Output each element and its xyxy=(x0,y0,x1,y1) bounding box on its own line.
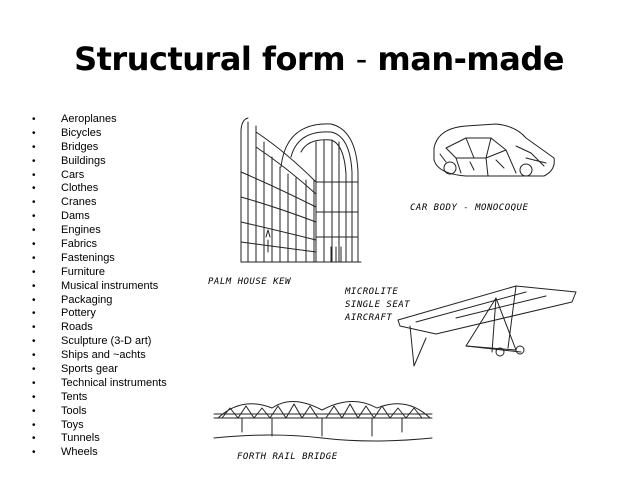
list-item: • Cars xyxy=(32,169,167,183)
list-item: • Tents xyxy=(32,391,167,405)
list-item: • Sports gear xyxy=(32,363,167,377)
list-item-label: Fastenings xyxy=(61,251,115,264)
bullet-icon: • xyxy=(32,127,36,139)
list-item-label: Fabrics xyxy=(61,238,98,251)
list-item-label: Buildings xyxy=(61,154,106,167)
list-item-label: Bicycles xyxy=(61,126,102,139)
title-main: Structural form xyxy=(74,40,346,78)
list-item-label: Pottery xyxy=(61,307,96,320)
list-item: • Fabrics xyxy=(32,238,167,252)
list-item-label: Packaging xyxy=(61,293,113,306)
slide-title: Structural form - man-made xyxy=(0,40,638,78)
list-item: • Roads xyxy=(32,321,167,335)
bullet-icon: • xyxy=(32,447,36,459)
list-item-label: Bridges xyxy=(61,140,99,153)
bullet-icon: • xyxy=(32,419,36,431)
list-item-label: Sports gear xyxy=(61,363,118,376)
list-item-label: Engines xyxy=(61,224,101,237)
bullet-list: • Aeroplanes • Bicycles • Bridges • Building… xyxy=(32,113,167,460)
title-dash: - xyxy=(355,40,368,78)
list-item-label: Furniture xyxy=(61,265,106,278)
list-item: • Musical instruments xyxy=(32,280,167,294)
list-item: • Furniture xyxy=(32,266,167,280)
list-item: • Cranes xyxy=(32,196,167,210)
bullet-icon: • xyxy=(32,211,36,223)
list-item: • Buildings xyxy=(32,155,167,169)
list-item-label: Cars xyxy=(61,168,85,181)
bullet-icon: • xyxy=(32,114,36,125)
bullet-icon: • xyxy=(32,350,36,362)
palm-house-label: PALM HOUSE KEW xyxy=(208,277,291,287)
list-item-label: Sculpture (3-D art) xyxy=(61,335,152,348)
microlite-label-3: AIRCRAFT xyxy=(345,313,393,323)
list-item: • Technical instruments xyxy=(32,377,167,391)
bullet-icon: • xyxy=(32,225,36,237)
list-item: • Ships and ~achts xyxy=(32,349,167,363)
list-item-label: Tunnels xyxy=(61,432,100,445)
list-item-label: Musical instruments xyxy=(61,279,159,292)
list-item-label: Roads xyxy=(61,321,93,334)
list-item-label: Tents xyxy=(61,390,88,403)
bullet-icon: • xyxy=(32,169,36,181)
list-item-label: Dams xyxy=(61,210,90,223)
bullet-icon: • xyxy=(32,405,36,417)
bullet-icon: • xyxy=(32,183,36,195)
list-item-label: Tools xyxy=(61,404,87,417)
list-item: • Clothes xyxy=(32,182,167,196)
bullet-icon: • xyxy=(32,433,36,445)
microlite-label-2: SINGLE SEAT xyxy=(345,300,411,310)
bullet-icon: • xyxy=(32,239,36,251)
list-item-label: Aeroplanes xyxy=(61,113,117,125)
bullet-icon: • xyxy=(32,155,36,167)
car-body-sketch xyxy=(433,123,555,177)
bullet-icon: • xyxy=(32,266,36,278)
bullet-icon: • xyxy=(32,294,36,306)
list-item: • Wheels xyxy=(32,446,167,460)
list-item: • Tunnels xyxy=(32,432,167,446)
list-item: • Packaging xyxy=(32,294,167,308)
bullet-icon: • xyxy=(32,197,36,209)
list-item-label: Technical instruments xyxy=(61,376,167,389)
bridge-label: FORTH RAIL BRIDGE xyxy=(237,452,338,462)
bullet-icon: • xyxy=(32,252,36,264)
list-item-label: Ships and ~achts xyxy=(61,349,146,362)
list-item: • Tools xyxy=(32,405,167,419)
list-item: • Pottery xyxy=(32,307,167,321)
bullet-icon: • xyxy=(32,391,36,403)
microlite-label-1: MICROLITE xyxy=(345,287,399,297)
bullet-icon: • xyxy=(32,280,36,292)
list-item-label: Clothes xyxy=(61,182,99,195)
list-item: • Dams xyxy=(32,210,167,224)
bullet-icon: • xyxy=(32,377,36,389)
bullet-icon: • xyxy=(32,141,36,153)
list-item: • Aeroplanes xyxy=(32,113,167,127)
list-item-label: Toys xyxy=(61,418,84,431)
microlite-sketch xyxy=(397,285,577,367)
bullet-icon: • xyxy=(32,364,36,376)
list-item: • Engines xyxy=(32,224,167,238)
bullet-icon: • xyxy=(32,336,36,348)
bullet-icon: • xyxy=(32,308,36,320)
car-body-label: CAR BODY - MONOCOQUE xyxy=(410,203,529,213)
list-item-label: Wheels xyxy=(61,446,98,459)
bridge-sketch xyxy=(213,401,433,442)
bullet-icon: • xyxy=(32,322,36,334)
list-item: • Fastenings xyxy=(32,252,167,266)
list-item: • Toys xyxy=(32,419,167,433)
list-item-label: Cranes xyxy=(61,196,97,209)
title-tail: man-made xyxy=(377,40,564,78)
list-item: • Bicycles xyxy=(32,127,167,141)
list-item: • Sculpture (3-D art) xyxy=(32,335,167,349)
list-item: • Bridges xyxy=(32,141,167,155)
palm-house-sketch xyxy=(240,117,362,263)
